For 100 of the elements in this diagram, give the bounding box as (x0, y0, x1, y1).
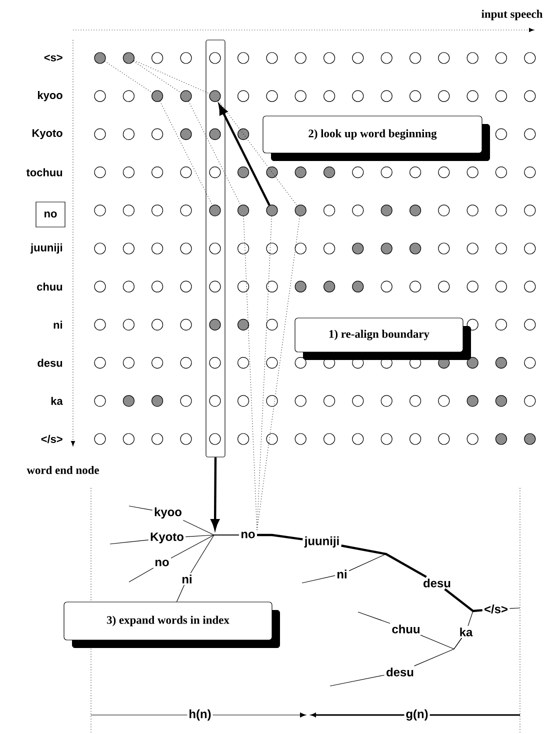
dotted-line (133, 60, 182, 94)
dotted-line (243, 216, 258, 530)
tree-branch (414, 638, 462, 666)
dotted-line (160, 100, 213, 206)
lattice-node (524, 128, 536, 140)
tree-branch (509, 608, 520, 609)
lattice-node (209, 433, 221, 445)
lattice-node (122, 318, 134, 330)
row-label: <s> (44, 54, 62, 62)
lattice-node (294, 90, 306, 102)
lattice-node (266, 204, 278, 216)
lattice-node (209, 166, 221, 178)
dotted-line (256, 216, 300, 530)
lattice-node (180, 204, 192, 216)
lattice-node (524, 52, 536, 64)
lattice-node (294, 433, 306, 445)
lattice-node (524, 318, 536, 330)
lattice-node (94, 128, 106, 140)
lattice-node (152, 52, 164, 64)
lattice-node (94, 166, 106, 178)
lattice-node (122, 242, 134, 254)
lattice-node (324, 166, 336, 178)
lattice-node (495, 128, 507, 140)
lattice-node (410, 90, 422, 102)
callout-box: 3) expand words in index (64, 602, 280, 648)
lattice-node (152, 204, 164, 216)
lattice-node (524, 242, 536, 254)
lattice-node (180, 52, 192, 64)
row-label: chuu (37, 282, 62, 291)
lattice-node (524, 357, 536, 369)
lattice-node (410, 204, 422, 216)
lattice-node (152, 395, 164, 407)
lattice-node (266, 357, 278, 369)
dotted-line (134, 60, 210, 94)
lattice-node (266, 90, 278, 102)
row-label: kyoo (38, 91, 62, 102)
tree-branch (128, 506, 153, 510)
lattice-node (324, 204, 336, 216)
lattice-node (266, 395, 278, 407)
lattice-node (495, 433, 507, 445)
row-label: Kyoto (32, 129, 62, 140)
tree-branch (302, 575, 336, 584)
lattice-node (466, 52, 478, 64)
lattice-node (324, 433, 336, 445)
word-label: ni (182, 574, 192, 584)
row-label: tochuu (26, 168, 62, 176)
tree-branch (110, 540, 149, 544)
lattice-node (122, 433, 134, 445)
word-label: desu (386, 668, 414, 676)
lattice-node (238, 280, 250, 292)
lattice-node (410, 52, 422, 64)
lattice-node (238, 357, 250, 369)
lattice-node (94, 357, 106, 369)
dimension-label: h(n) (187, 708, 213, 722)
lattice-node (466, 433, 478, 445)
tree-branch (257, 534, 303, 540)
lattice-node (324, 90, 336, 102)
lattice-node (238, 128, 250, 140)
row-label: ni (54, 320, 62, 329)
lattice-node (122, 128, 134, 140)
lattice-node (380, 204, 392, 216)
word-label: Kyoto (150, 532, 184, 544)
lattice-node (495, 318, 507, 330)
lattice-node (94, 242, 106, 254)
lattice-node (238, 395, 250, 407)
lattice-node (352, 395, 364, 407)
word-label: no (241, 532, 255, 538)
lattice-node (524, 166, 536, 178)
callout-box: 1) re-align boundary (294, 318, 471, 360)
lattice-node (495, 242, 507, 254)
lattice-node (122, 357, 134, 369)
lattice-node (438, 204, 450, 216)
lattice-node (524, 395, 536, 407)
lattice-node (466, 395, 478, 407)
lattice-node (352, 433, 364, 445)
lattice-node (466, 166, 478, 178)
lattice-node (294, 395, 306, 407)
lattice-node (438, 242, 450, 254)
lattice-node (152, 90, 164, 102)
word-label: ni (337, 570, 346, 578)
lattice-node (180, 128, 192, 140)
lattice-node (352, 52, 364, 64)
lattice-node (524, 433, 536, 445)
lattice-node (152, 433, 164, 445)
lattice-node (122, 395, 134, 407)
lattice-node (152, 318, 164, 330)
lattice-node (152, 280, 164, 292)
word-label: kyoo (154, 507, 182, 519)
lattice-node (266, 166, 278, 178)
lattice-node (209, 204, 221, 216)
lattice-node (180, 433, 192, 445)
dotted-line (104, 60, 153, 94)
lattice-node (380, 52, 392, 64)
lattice-node (294, 357, 306, 369)
tree-branch (348, 554, 427, 578)
lattice-node (152, 128, 164, 140)
lattice-node (495, 280, 507, 292)
lattice-node (410, 280, 422, 292)
lattice-node (238, 242, 250, 254)
lattice-node (466, 280, 478, 292)
